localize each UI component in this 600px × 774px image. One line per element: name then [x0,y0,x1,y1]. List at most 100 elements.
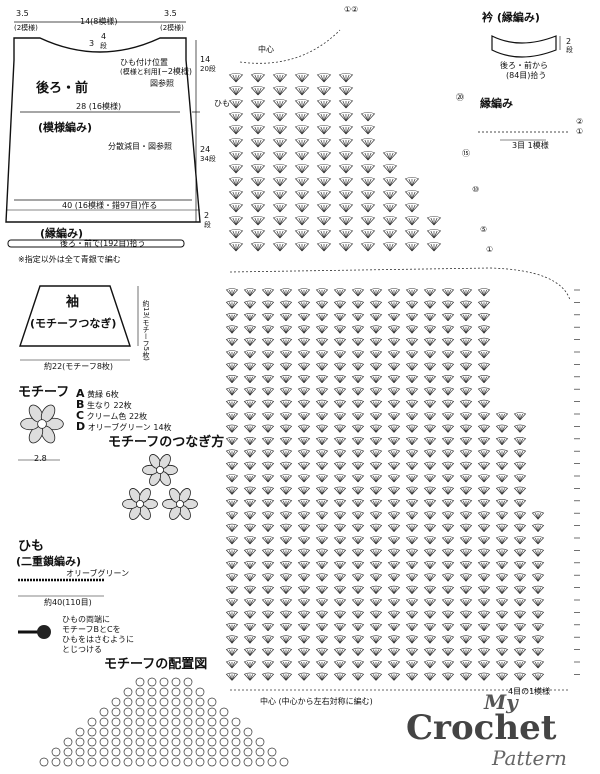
layout-motif [147,677,157,687]
stitch-fan [351,523,365,532]
stitch-fan [531,585,545,594]
stitch-fan [459,536,473,545]
stitch-fan [297,660,311,669]
layout-motif [183,717,193,727]
stitch-fan [294,72,310,83]
stitch-fan [405,449,419,458]
stitch-fan [225,523,239,532]
stitch-fan [261,647,275,656]
stitch-fan [351,623,365,632]
motif-joining-title: モチーフのつなぎ方 [108,435,225,450]
stitch-fan [228,189,244,200]
stitch-fan [297,325,311,334]
stitch-fan [351,362,365,371]
layout-motif [123,727,133,737]
layout-motif [135,727,145,737]
layout-motif [195,717,205,727]
layout-motif [99,707,109,717]
stitch-fan [333,660,347,669]
stitch-fan [351,325,365,334]
layout-motif [195,707,205,717]
stitch-fan [477,399,491,408]
stitch-fan [279,325,293,334]
stitch-fan [338,72,354,83]
stitch-fan [513,412,527,421]
stitch-fan [261,499,275,508]
stitch-fan [477,511,491,520]
layout-motif [87,727,97,737]
stitch-fan [513,585,527,594]
layout-motif [231,737,241,747]
neck-depth-sub: 段 [100,42,107,50]
stitch-fan [279,412,293,421]
stitch-fan [250,176,266,187]
stitch-fan [405,536,419,545]
layout-motif [243,757,253,767]
stitch-fan [294,111,310,122]
stitch-fan [338,124,354,135]
stitch-fan [459,387,473,396]
layout-motif [219,707,229,717]
stitch-fan [250,98,266,109]
stitch-fan [315,660,329,669]
layout-motif [231,717,241,727]
layout-motif [171,677,181,687]
stitch-fan [243,288,257,297]
stitch-fan [243,337,257,346]
stitch-fan [531,660,545,669]
stitch-fan [333,350,347,359]
layout-motif [51,757,61,767]
stitch-fan [423,300,437,309]
stitch-fan [225,387,239,396]
chart-bottom-center: 中心 (中心から左右対称に編む) [260,697,373,706]
stitch-fan [261,449,275,458]
stitch-fan [405,511,419,520]
stitch-fan [369,573,383,582]
layout-motif [135,687,145,697]
height-bot: 2 [204,211,210,220]
stitch-fan [351,437,365,446]
stitch-fan [459,362,473,371]
layout-motif [195,727,205,737]
stitch-fan [423,474,437,483]
stitch-fan [351,548,365,557]
stitch-fan [382,202,398,213]
layout-motif [63,737,73,747]
stitch-fan [297,461,311,470]
layout-motif [87,717,97,727]
stitch-fan [459,300,473,309]
stitch-fan [243,623,257,632]
stitch-fan [315,350,329,359]
stitch-fan [495,424,509,433]
stitch-fan [405,437,419,446]
stitch-fan [333,585,347,594]
stitch-fan [315,647,329,656]
stitch-fan [351,647,365,656]
stitch-fan [297,399,311,408]
stitch-fan [279,647,293,656]
stitch-fan [315,548,329,557]
stitch-fan [225,610,239,619]
stitch-fan [351,672,365,681]
stitch-fan [243,424,257,433]
stitch-fan [351,486,365,495]
layout-motif [147,757,157,767]
stitch-fan [459,375,473,384]
stitch-fan [369,511,383,520]
stitch-fan [297,486,311,495]
stitch-fan [243,399,257,408]
stitch-fan [338,189,354,200]
layout-motif [195,687,205,697]
stitch-fan [228,202,244,213]
chart-center-label: 中心 [258,45,274,54]
stitch-fan [315,300,329,309]
stitch-fan [316,72,332,83]
stitch-fan [369,647,383,656]
stitch-fan [405,660,419,669]
stitch-fan [243,449,257,458]
stitch-fan [297,337,311,346]
stitch-fan [225,461,239,470]
cord-length: 約40(110目) [44,598,92,607]
stitch-fan [294,202,310,213]
layout-motif [243,747,253,757]
